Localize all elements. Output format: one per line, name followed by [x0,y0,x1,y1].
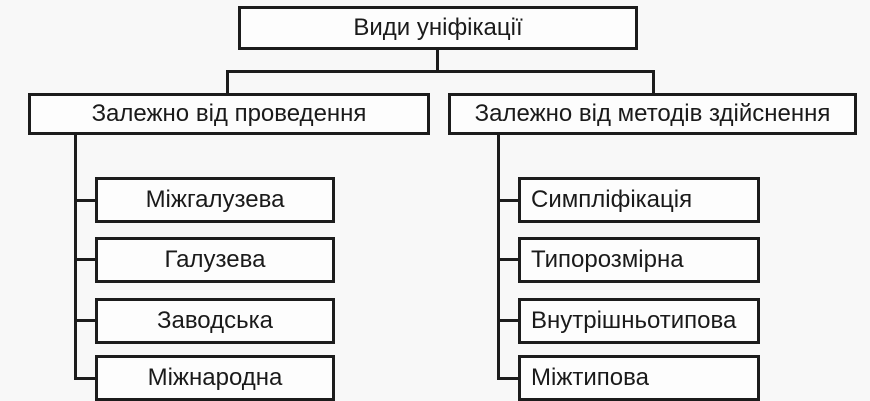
connector-left-stub-4 [74,377,95,380]
connector-right-stub-4 [497,377,518,380]
connector-left-stub-3 [74,319,95,322]
connector-trunk-horizontal [226,70,655,73]
connector-right-stub-2 [497,258,518,261]
leaf-node-international: Міжнародна [95,355,335,401]
connector-right-stub-1 [497,199,518,202]
leaf-node-sectoral: Галузева [95,237,335,283]
connector-right-stub-3 [497,319,518,322]
connector-drop-right-branch [652,70,655,94]
connector-left-spine [74,135,77,380]
root-node-types-of-unification: Види уніфікації [238,6,638,50]
leaf-node-factory: Заводська [95,298,335,344]
connector-left-stub-2 [74,258,95,261]
leaf-node-simplification: Симпліфікація [518,177,760,223]
leaf-node-type-size: Типорозмірна [518,237,760,283]
connector-trunk-vertical [436,50,439,72]
branch-node-by-method: Залежно від методів здійснення [448,93,857,135]
leaf-node-inter-type: Міжтипова [518,355,760,401]
connector-drop-left-branch [226,70,229,94]
leaf-node-intersectoral: Міжгалузева [95,177,335,223]
branch-node-by-conduct: Залежно від проведення [28,93,430,135]
connector-right-spine [497,135,500,380]
leaf-node-intra-type: Внутрішньотипова [518,298,760,344]
connector-left-stub-1 [74,199,95,202]
